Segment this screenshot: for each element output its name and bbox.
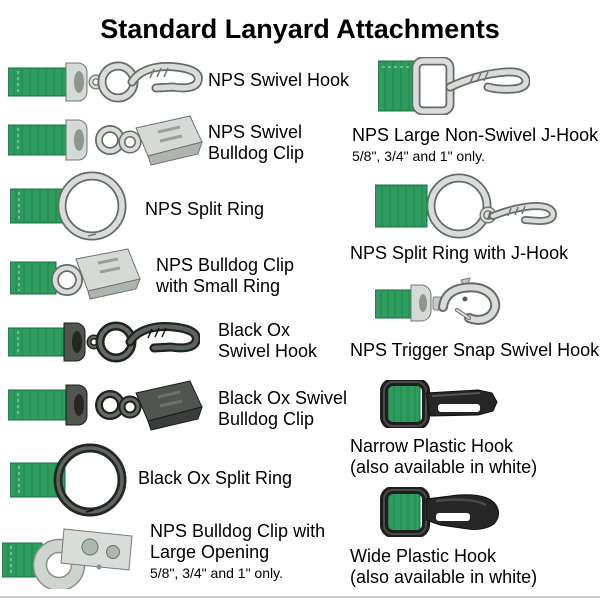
- item-label: Black Ox Swivel Hook: [218, 320, 318, 361]
- item-label: NPS Swivel Bulldog Clip: [208, 122, 305, 163]
- nps-split-ring-image: [10, 171, 127, 241]
- nps-swivel-hook-image: [8, 61, 203, 103]
- bottom-border: [0, 596, 600, 598]
- nps-split-ring-with-j-hook-image: [375, 173, 558, 239]
- item-label: Black Ox Swivel Bulldog Clip: [218, 388, 348, 429]
- item-label: Wide Plastic Hook (also available in whi…: [350, 546, 538, 587]
- page-title: Standard Lanyard Attachments: [100, 14, 500, 44]
- item-label: NPS Large Non-Swivel J-Hook 5/8", 3/4" a…: [352, 125, 599, 164]
- black-ox-swivel-hook-image: [8, 321, 200, 363]
- item-label: Narrow Plastic Hook (also available in w…: [350, 436, 538, 477]
- item-label: NPS Bulldog Clip with Large Opening 5/8"…: [150, 521, 326, 581]
- nps-trigger-snap-swivel-hook-image: [375, 277, 501, 325]
- item-label: NPS Split Ring: [145, 199, 265, 219]
- item-note: 5/8", 3/4" and 1" only.: [352, 148, 485, 164]
- item-label: Black Ox Split Ring: [138, 468, 293, 488]
- item-note: 5/8", 3/4" and 1" only.: [150, 565, 283, 581]
- nps-bulldog-clip-small-ring-image: [10, 248, 141, 300]
- item-label: NPS Bulldog Clip with Small Ring: [156, 255, 295, 296]
- wide-plastic-hook-image: [380, 487, 500, 537]
- item-label: NPS Swivel Hook: [208, 70, 350, 90]
- narrow-plastic-hook-image: [380, 380, 498, 428]
- nps-bulldog-clip-large-opening-image: [2, 528, 133, 589]
- black-ox-swivel-bulldog-clip-image: [8, 380, 203, 431]
- nps-swivel-bulldog-clip-image: [8, 115, 203, 166]
- item-label: NPS Split Ring with J-Hook: [350, 243, 569, 263]
- item-label: NPS Trigger Snap Swivel Hook: [350, 340, 600, 360]
- nps-large-non-swivel-j-hook-image: [378, 57, 530, 115]
- black-ox-split-ring-image: [10, 443, 127, 517]
